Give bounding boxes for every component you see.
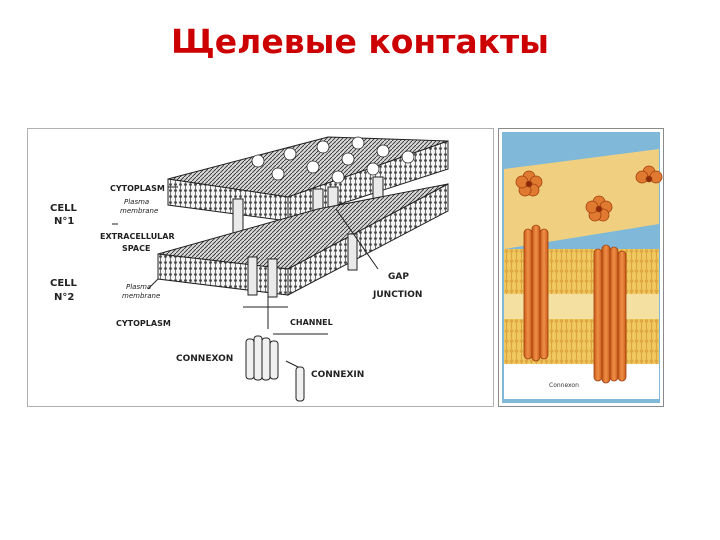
gap-junction-illustration: CELL N°1 CYTOPLASM Plasma membrane EXTRA… [50,136,449,402]
cell2-membrane [157,183,449,298]
label-cell1: CELL [50,203,78,214]
membrane-surface-top [504,149,659,249]
label-junction: JUNCTION [372,290,422,300]
label-plasma1-b: membrane [120,207,158,215]
label-plasma1-a: Plasma [124,198,149,206]
label-cell2-num: N°2 [54,292,74,303]
isolated-connexin [295,366,305,402]
label-channel: CHANNEL [290,318,333,327]
connexon-channels [523,224,627,384]
leader-lines [112,186,379,368]
label-cytoplasm-bottom: CYTOPLASM [116,319,171,328]
label-plasma2-a: Plasma [126,283,151,291]
label-extracellular-a: EXTRACELLULAR [100,232,175,241]
isolated-connexon [245,335,279,381]
label-extracellular-b: SPACE [122,244,150,253]
slide-title: Щелевые контакты [171,22,549,61]
label-connexon: CONNEXON [176,354,233,364]
connexon-illustration: Connexon [502,132,663,403]
label-cell1-num: N°1 [54,216,74,227]
label-cell2: CELL [50,278,78,289]
label-plasma2-b: membrane [122,292,160,300]
label-connexin: CONNEXIN [311,370,364,380]
label-gap: GAP [388,272,409,282]
label-cytoplasm-top: CYTOPLASM [110,184,165,193]
caption-connexon: Connexon [549,382,579,389]
connexon-rosettes [515,165,663,222]
gap-junction-diagram: CELL N°1 CYTOPLASM Plasma membrane EXTRA… [27,128,494,407]
cell1-membrane [167,136,449,222]
connexon-color-illustration: Connexon [498,128,664,407]
caption-area [504,364,659,399]
